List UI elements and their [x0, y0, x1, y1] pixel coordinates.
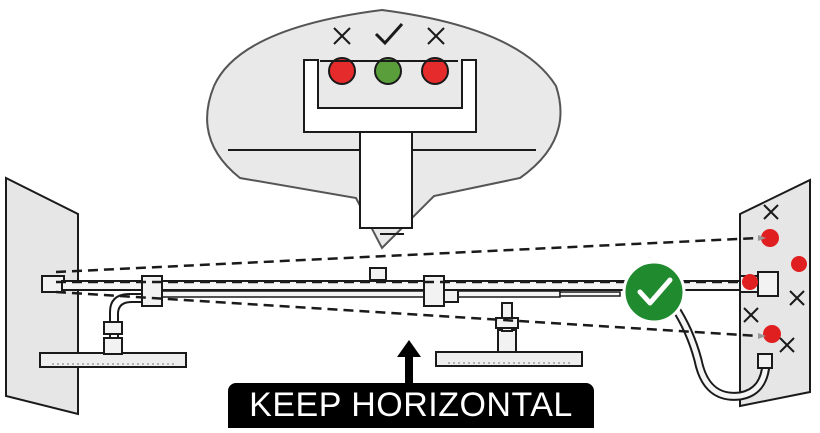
arrow-up-icon	[397, 340, 421, 385]
target-top-wrong	[761, 229, 779, 247]
shower-head-right	[435, 302, 583, 367]
check-circle-icon	[622, 260, 686, 324]
wall-targets	[742, 229, 807, 343]
left-wall	[5, 176, 79, 416]
cross-icon	[779, 337, 795, 353]
cross-icon	[789, 290, 805, 306]
indicator-center-correct	[374, 57, 402, 85]
cross-icon	[743, 307, 759, 323]
check-icon	[374, 22, 404, 46]
cross-icon	[763, 204, 779, 220]
shower-head-left	[39, 293, 187, 368]
cross-icon	[333, 27, 351, 45]
indicator-left-wrong	[328, 57, 356, 85]
target-right-wrong	[791, 256, 807, 272]
cross-icon	[427, 27, 445, 45]
zoom-callout	[206, 8, 562, 250]
keep-horizontal-caption: KEEP HORIZONTAL	[228, 383, 594, 428]
target-bottom-wrong	[763, 325, 781, 343]
target-level-correct	[742, 274, 758, 290]
indicator-right-wrong	[421, 57, 449, 85]
